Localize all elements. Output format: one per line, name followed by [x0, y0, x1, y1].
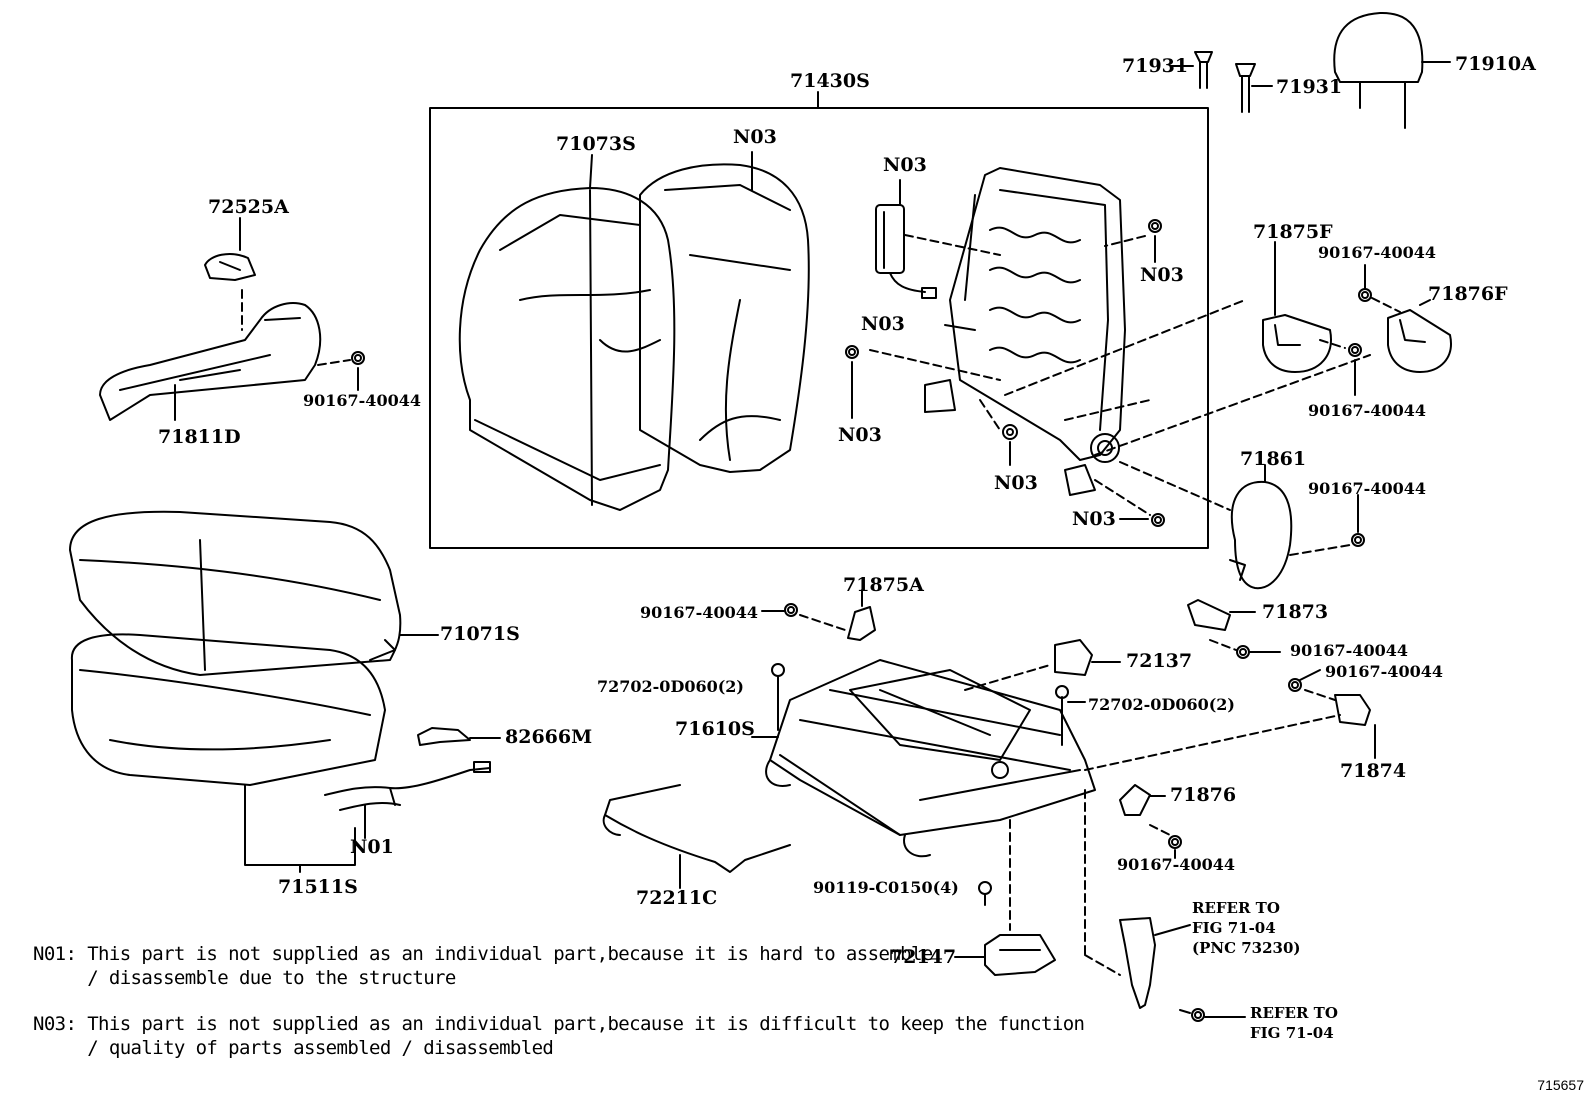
label-71931-a: 71931 — [1122, 55, 1189, 77]
label-71875F: 71875F — [1253, 221, 1333, 243]
screw-71873 — [1236, 645, 1250, 659]
label-72525A: 72525A — [208, 196, 289, 218]
label-90167-71873: 90167-40044 — [1290, 641, 1408, 660]
seatback-frame — [924, 167, 1126, 496]
seat-cushion-shield-inner — [1262, 314, 1332, 373]
screw-71875A — [784, 603, 798, 617]
label-n03-frame-left: N03 — [861, 313, 905, 335]
label-refer-a-2: FIG 71-04 — [1192, 919, 1276, 937]
label-90167-71876: 90167-40044 — [1117, 855, 1235, 874]
label-n03-nut-mid: N03 — [994, 472, 1038, 494]
label-71876: 71876 — [1170, 784, 1237, 806]
note-n03-line1: N03: This part is not supplied as an ind… — [33, 1013, 1085, 1035]
label-71874: 71874 — [1340, 760, 1407, 782]
note-n01-line1: N01: This part is not supplied as an ind… — [33, 943, 933, 965]
label-refer-b-2: FIG 71-04 — [1250, 1024, 1334, 1042]
seat-position-sensor — [417, 727, 471, 746]
recliner-release-lever — [204, 253, 256, 281]
label-90167-right-mid: 90167-40044 — [1308, 401, 1426, 420]
label-71430S: 71430S — [790, 70, 870, 92]
note-n03-line2: / quality of parts assembled / disassemb… — [33, 1037, 554, 1059]
label-n03-nut-top: N03 — [1140, 264, 1184, 286]
adjuster-wire-72211C — [602, 784, 791, 873]
airbag-module — [875, 204, 937, 299]
label-90167-71874: 90167-40044 — [1325, 662, 1443, 681]
recliner-cover — [1229, 480, 1293, 590]
bolt-n03-left — [845, 345, 859, 359]
bolt-n03-bottom — [1151, 513, 1165, 527]
bracket-71874 — [1334, 694, 1371, 726]
label-72702-right: 72702-0D060(2) — [1088, 695, 1235, 714]
label-90167-top-right: 90167-40044 — [1318, 243, 1436, 262]
label-71931-b: 71931 — [1276, 76, 1343, 98]
label-72147: 72147 — [890, 946, 957, 968]
bracket-71876 — [1119, 784, 1151, 816]
seat-belt-buckle — [1119, 917, 1156, 1009]
nut-n03-top — [1148, 219, 1162, 233]
label-72702-left: 72702-0D060(2) — [597, 677, 744, 696]
label-90167-71875A: 90167-40044 — [640, 603, 758, 622]
label-71910A: 71910A — [1455, 53, 1536, 75]
screw-tr-1 — [1358, 288, 1372, 302]
wire-harness-n01 — [324, 761, 491, 811]
nut-n03-mid — [1002, 424, 1018, 440]
bracket-72137 — [1054, 639, 1093, 676]
bolt-72702-right — [1055, 685, 1069, 699]
label-71073S: 71073S — [556, 133, 636, 155]
bolt-refer — [1191, 1008, 1205, 1022]
label-refer-a-1: REFER TO — [1192, 899, 1280, 917]
anchor-72147 — [984, 934, 1056, 976]
label-n03-bolt-left: N03 — [838, 424, 882, 446]
label-refer-a-3: (PNC 73230) — [1192, 939, 1301, 957]
screw-tr-2 — [1348, 343, 1362, 357]
headrest-guide-b — [1235, 63, 1256, 113]
screw-shield — [351, 351, 365, 365]
label-90167-shield: 90167-40044 — [303, 391, 421, 410]
label-90119: 90119-C0150(4) — [813, 878, 959, 897]
label-71861: 71861 — [1240, 448, 1307, 470]
label-n01: N01 — [350, 836, 394, 858]
headrest — [1333, 11, 1424, 129]
label-n03-bolt-bottom: N03 — [1072, 508, 1116, 530]
seat-cushion-shield-outer — [1387, 309, 1452, 373]
bracket-71873 — [1187, 599, 1231, 631]
label-72137: 72137 — [1126, 650, 1193, 672]
seat-adjuster — [765, 659, 1096, 858]
figure-number: 715657 — [1537, 1077, 1584, 1093]
label-refer-b-1: REFER TO — [1250, 1004, 1338, 1022]
reclining-adjuster-shield — [99, 302, 322, 421]
screw-71876 — [1168, 835, 1182, 849]
label-71873: 71873 — [1262, 601, 1329, 623]
screw-71861 — [1351, 533, 1365, 547]
seat-cushion-pad — [70, 633, 386, 786]
label-n03-airbag: N03 — [883, 154, 927, 176]
label-71875A: 71875A — [843, 574, 924, 596]
shield-71875A — [847, 606, 876, 641]
bolt-72702-left — [771, 663, 785, 691]
seat-cushion-cover — [69, 510, 402, 676]
label-71511S: 71511S — [278, 876, 358, 898]
label-90167-71861: 90167-40044 — [1308, 479, 1426, 498]
bolt-90119 — [978, 881, 992, 906]
seatback-pad — [639, 163, 810, 473]
screw-71874 — [1288, 678, 1302, 692]
label-82666M: 82666M — [505, 726, 593, 748]
label-n03-cover: N03 — [733, 126, 777, 148]
label-71876F: 71876F — [1428, 283, 1508, 305]
label-71071S: 71071S — [440, 623, 520, 645]
label-71811D: 71811D — [158, 426, 241, 448]
seatback-cover — [458, 187, 676, 511]
label-72211C: 72211C — [636, 887, 718, 909]
note-n01-line2: / disassemble due to the structure — [33, 967, 456, 989]
label-71610S: 71610S — [675, 718, 755, 740]
headrest-guide-a — [1194, 51, 1213, 89]
